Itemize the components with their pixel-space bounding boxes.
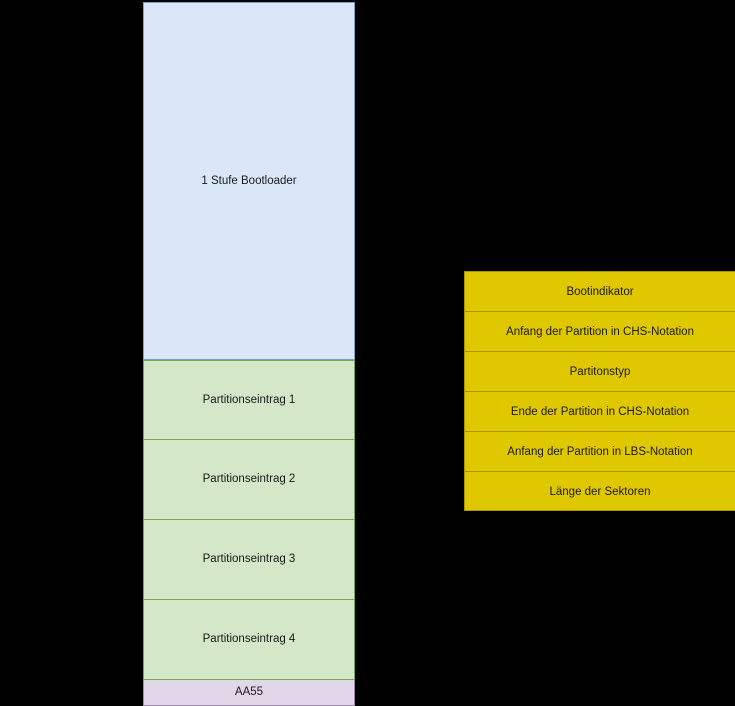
partition-entry-detail-table: Bootindikator Anfang der Partition in CH… — [464, 271, 735, 511]
mbr-block-boot-signature-label: AA55 — [234, 686, 264, 699]
mbr-structure-diagram: 1 Stufe Bootloader Partitionseintrag 1 P… — [143, 2, 355, 706]
partition-field-partition-type-label: Partitonstyp — [569, 365, 631, 378]
partition-field-boot-indicator-label: Bootindikator — [566, 285, 634, 298]
mbr-block-bootloader-label: 1 Stufe Bootloader — [201, 174, 297, 187]
partition-field-boot-indicator: Bootindikator — [465, 272, 735, 312]
partition-field-start-chs-label: Anfang der Partition in CHS-Notation — [506, 325, 694, 338]
partition-field-sector-length: Länge der Sektoren — [465, 472, 735, 512]
mbr-block-bootloader: 1 Stufe Bootloader — [143, 2, 355, 360]
mbr-block-partition-entry-3: Partitionseintrag 3 — [143, 520, 355, 600]
mbr-block-partition-entry-4: Partitionseintrag 4 — [143, 600, 355, 680]
partition-field-end-chs-label: Ende der Partition in CHS-Notation — [510, 405, 690, 418]
mbr-block-partition-entry-3-label: Partitionseintrag 3 — [202, 553, 296, 566]
mbr-block-partition-entry-1-label: Partitionseintrag 1 — [202, 393, 296, 406]
partition-field-start-lba: Anfang der Partition in LBS-Notation — [465, 432, 735, 472]
partition-field-sector-length-label: Länge der Sektoren — [549, 486, 651, 498]
mbr-block-partition-entry-4-label: Partitionseintrag 4 — [202, 633, 296, 646]
mbr-block-partition-entry-1: Partitionseintrag 1 — [143, 360, 355, 440]
mbr-block-partition-entry-2-label: Partitionseintrag 2 — [202, 473, 296, 486]
mbr-block-partition-entry-2: Partitionseintrag 2 — [143, 440, 355, 520]
partition-field-start-lba-label: Anfang der Partition in LBS-Notation — [507, 445, 693, 458]
partition-field-start-chs: Anfang der Partition in CHS-Notation — [465, 312, 735, 352]
partition-field-partition-type: Partitonstyp — [465, 352, 735, 392]
partition-field-end-chs: Ende der Partition in CHS-Notation — [465, 392, 735, 432]
mbr-block-boot-signature: AA55 — [143, 680, 355, 706]
